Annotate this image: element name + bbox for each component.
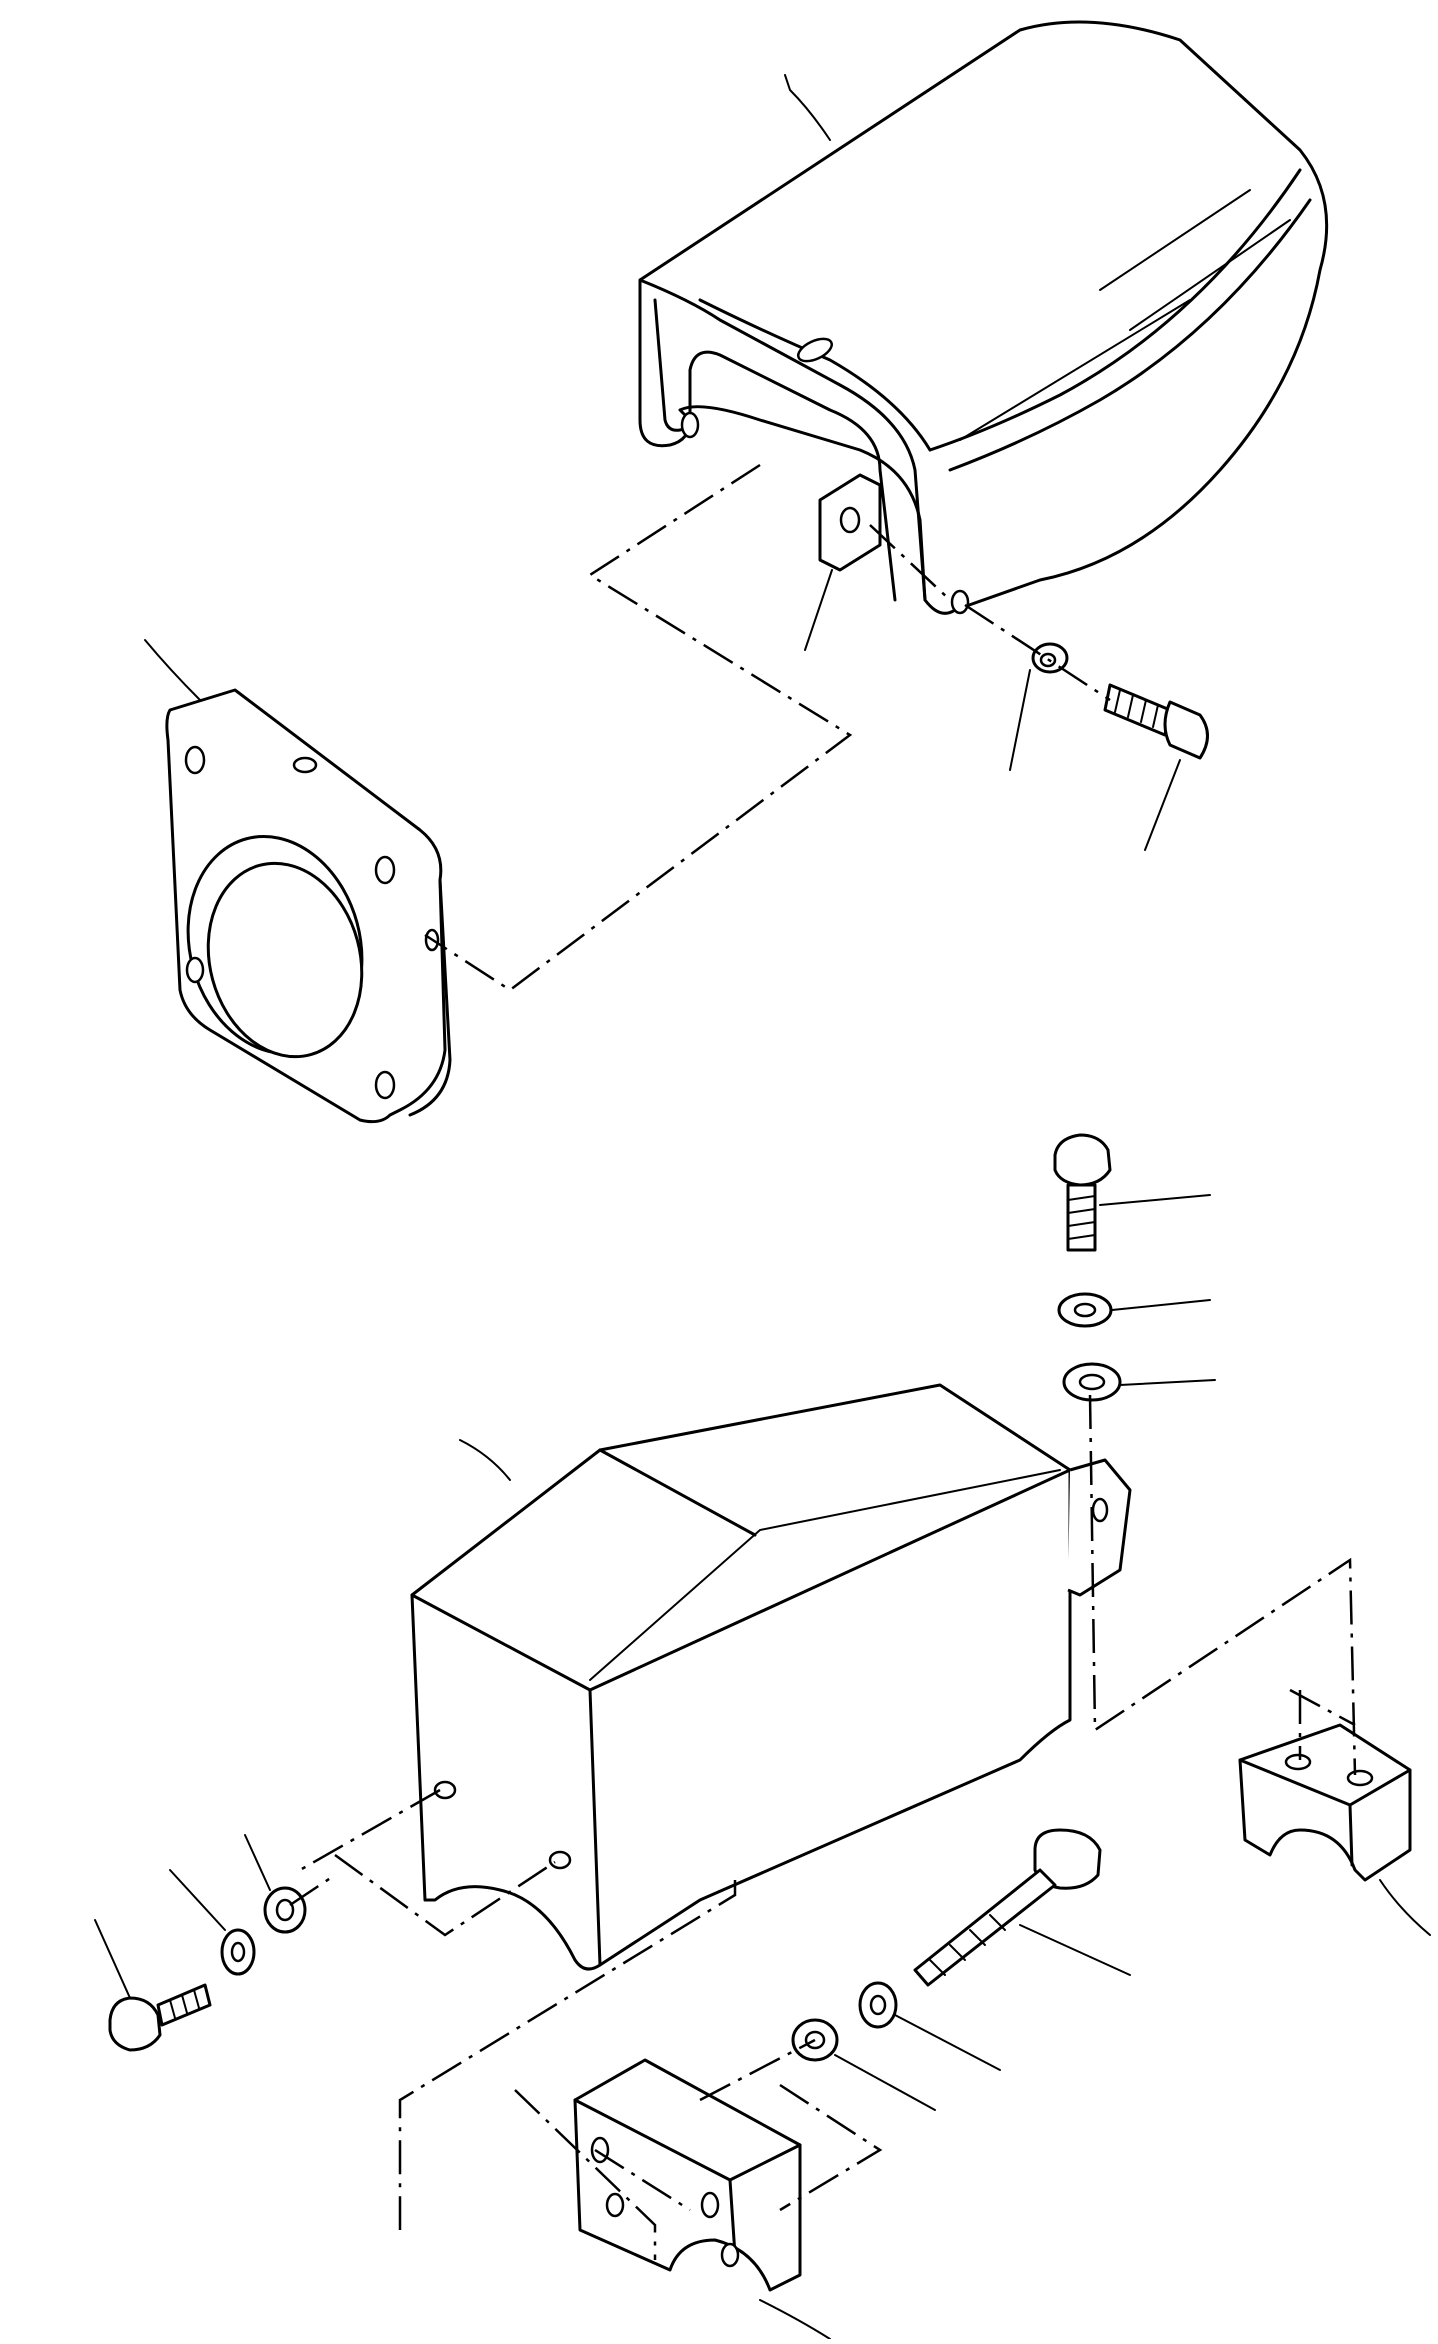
lower-clamp-block [573, 2058, 831, 2340]
upper-assembly-lines [424, 463, 1111, 992]
upper-washer [1009, 642, 1069, 771]
upper-bolt [1103, 683, 1209, 851]
mid-flat-washer [791, 2018, 936, 2111]
long-bolt [913, 1828, 1131, 1987]
bearing-flange-housing [144, 639, 452, 1124]
upper-cover [638, 20, 1329, 615]
lower-assembly-lines [289, 1394, 1357, 2260]
right-clamp-block [1238, 1723, 1431, 1936]
upper-bracket-plate [804, 473, 882, 651]
top-lock-washer [1057, 1292, 1211, 1328]
top-bolt [1053, 1133, 1211, 1252]
mid-lock-washer [858, 1981, 1001, 2071]
left-bolt [94, 1919, 212, 2052]
top-flat-washer [1062, 1362, 1216, 1402]
lower-cover [410, 1383, 1132, 1971]
left-flat-washer [244, 1834, 307, 1934]
left-lock-washer [169, 1869, 256, 1976]
